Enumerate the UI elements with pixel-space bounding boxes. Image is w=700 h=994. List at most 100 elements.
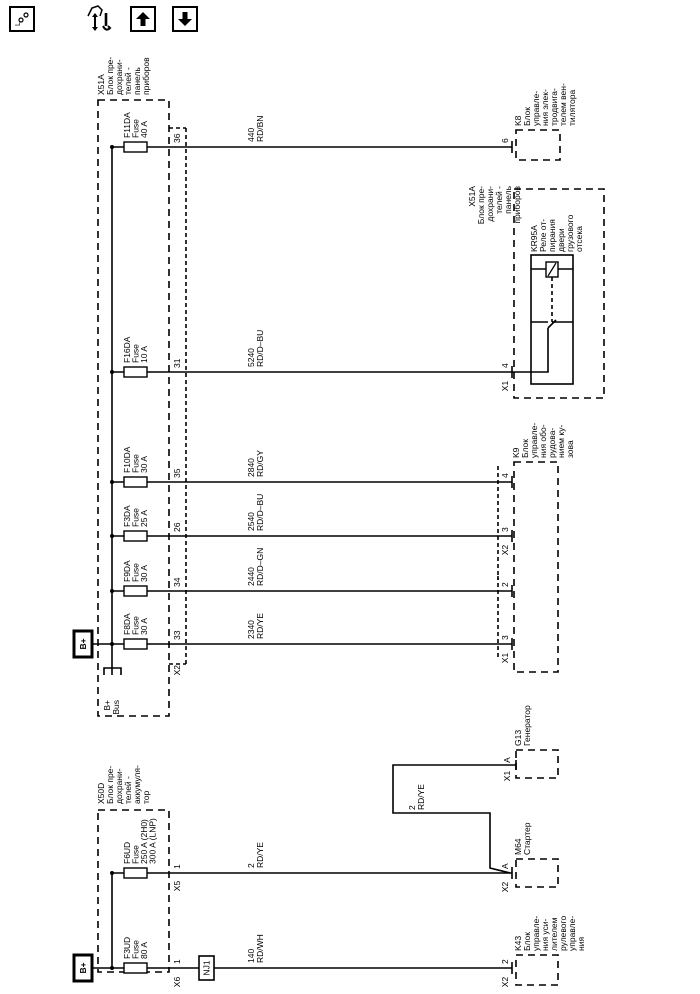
svg-text:двери: двери — [556, 228, 566, 252]
svg-text:2840: 2840 — [246, 458, 256, 477]
harness-wrench-icon — [87, 5, 112, 31]
x5-connector-label: X5 — [172, 881, 182, 892]
m64-component-outline — [515, 858, 559, 888]
location-view-button[interactable]: L — [9, 6, 35, 32]
svg-text:Fuse: Fuse — [131, 845, 141, 864]
x51a-block-label: X51A Блок пре- дохрани- телей - панель п… — [96, 57, 151, 95]
nj1-splice[interactable]: NJ1 — [198, 955, 215, 981]
dest-pin-label: 3 — [500, 635, 510, 640]
svg-text:K9: K9 — [511, 447, 521, 458]
fuse-icon — [123, 638, 148, 650]
svg-text:Стартер: Стартер — [522, 822, 532, 855]
junction-dot — [110, 145, 114, 149]
svg-text:X51A: X51A — [96, 74, 106, 95]
arrow-down-icon — [178, 12, 192, 26]
k9-component-outline — [513, 461, 559, 673]
svg-text:30 A: 30 A — [139, 618, 149, 635]
next-page-button[interactable] — [172, 6, 198, 32]
svg-text:RD/D–BU: RD/D–BU — [255, 494, 265, 531]
kr95a-relay — [512, 254, 574, 385]
svg-text:5240: 5240 — [246, 348, 256, 367]
junction-dot — [110, 871, 114, 875]
svg-text:нием ку-: нием ку- — [556, 425, 566, 458]
svg-text:G13: G13 — [513, 730, 523, 746]
svg-text:телей -: телей - — [123, 776, 133, 804]
g13-pin-label: A — [502, 757, 512, 763]
svg-text:2: 2 — [407, 805, 417, 810]
svg-text:RD/GY: RD/GY — [255, 450, 265, 477]
fuse-icon — [123, 962, 148, 974]
svg-text:Fuse: Fuse — [131, 563, 141, 582]
svg-text:F3DA: F3DA — [122, 505, 132, 527]
svg-text:Блок: Блок — [522, 107, 532, 126]
svg-text:M64: M64 — [513, 838, 523, 855]
svg-text:F3UD: F3UD — [122, 937, 132, 959]
svg-text:X51A: X51A — [467, 186, 477, 207]
junction-dot — [110, 642, 114, 646]
svg-text:Генератор: Генератор — [522, 705, 532, 746]
svg-text:F16DA: F16DA — [122, 336, 132, 363]
source-pin-label: 33 — [172, 630, 182, 640]
svg-text:25 A: 25 A — [139, 510, 149, 527]
svg-text:телем вен-: телем вен- — [558, 83, 568, 126]
svg-text:ния уси-: ния уси- — [540, 918, 550, 951]
svg-text:управле-: управле- — [567, 916, 577, 951]
source-pin-label: 35 — [172, 468, 182, 478]
svg-text:10 A: 10 A — [139, 346, 149, 363]
bus-bracket — [103, 667, 122, 675]
svg-text:2440: 2440 — [246, 567, 256, 586]
svg-text:тродвига-: тродвига- — [549, 88, 559, 126]
svg-text:Блок: Блок — [520, 439, 530, 458]
svg-text:аккумуля-: аккумуля- — [132, 765, 142, 804]
svg-text:Fuse: Fuse — [131, 454, 141, 473]
x51a-fuse-block-outline — [97, 99, 170, 717]
svg-text:пирания: пирания — [547, 219, 557, 252]
svg-text:KR95A: KR95A — [529, 225, 539, 252]
svg-text:отсека: отсека — [574, 226, 584, 252]
junction-dot — [110, 534, 114, 538]
svg-text:тор: тор — [141, 790, 151, 804]
svg-text:Fuse: Fuse — [131, 616, 141, 635]
svg-text:2: 2 — [246, 863, 256, 868]
svg-text:300 A (LNP): 300 A (LNP) — [148, 818, 158, 864]
svg-text:Блок: Блок — [522, 932, 532, 951]
previous-page-button[interactable] — [130, 6, 156, 32]
svg-text:дохрани-: дохрани- — [114, 59, 124, 95]
dest-pin-label: A — [500, 863, 510, 869]
svg-text:рулевого: рулевого — [558, 916, 568, 951]
svg-text:NJ1: NJ1 — [202, 960, 212, 975]
connector-harness-button[interactable] — [84, 4, 122, 34]
svg-text:панель: панель — [132, 67, 142, 95]
junction-dot — [110, 966, 114, 970]
dest-pin-label: 2 — [500, 959, 510, 964]
svg-text:зова: зова — [565, 440, 575, 458]
fuse-icon — [123, 585, 148, 597]
svg-text:440: 440 — [246, 128, 256, 142]
arrow-up-icon — [136, 12, 150, 26]
svg-text:приборов: приборов — [512, 186, 522, 224]
bplus-label: B+ — [78, 962, 88, 973]
source-pin-label: 31 — [172, 358, 182, 368]
k43-component-label: K43 Блок управле- ния уси- лителем рулев… — [513, 916, 586, 951]
fuse-icon — [123, 366, 148, 378]
svg-text:ния: ния — [576, 937, 586, 951]
svg-text:F8DA: F8DA — [122, 613, 132, 635]
svg-text:Fuse: Fuse — [131, 344, 141, 363]
svg-text:дохрани-: дохрани- — [114, 768, 124, 804]
svg-text:панель: панель — [503, 185, 513, 213]
loc-icon: L — [15, 12, 29, 26]
source-pin-label: 36 — [172, 133, 182, 143]
